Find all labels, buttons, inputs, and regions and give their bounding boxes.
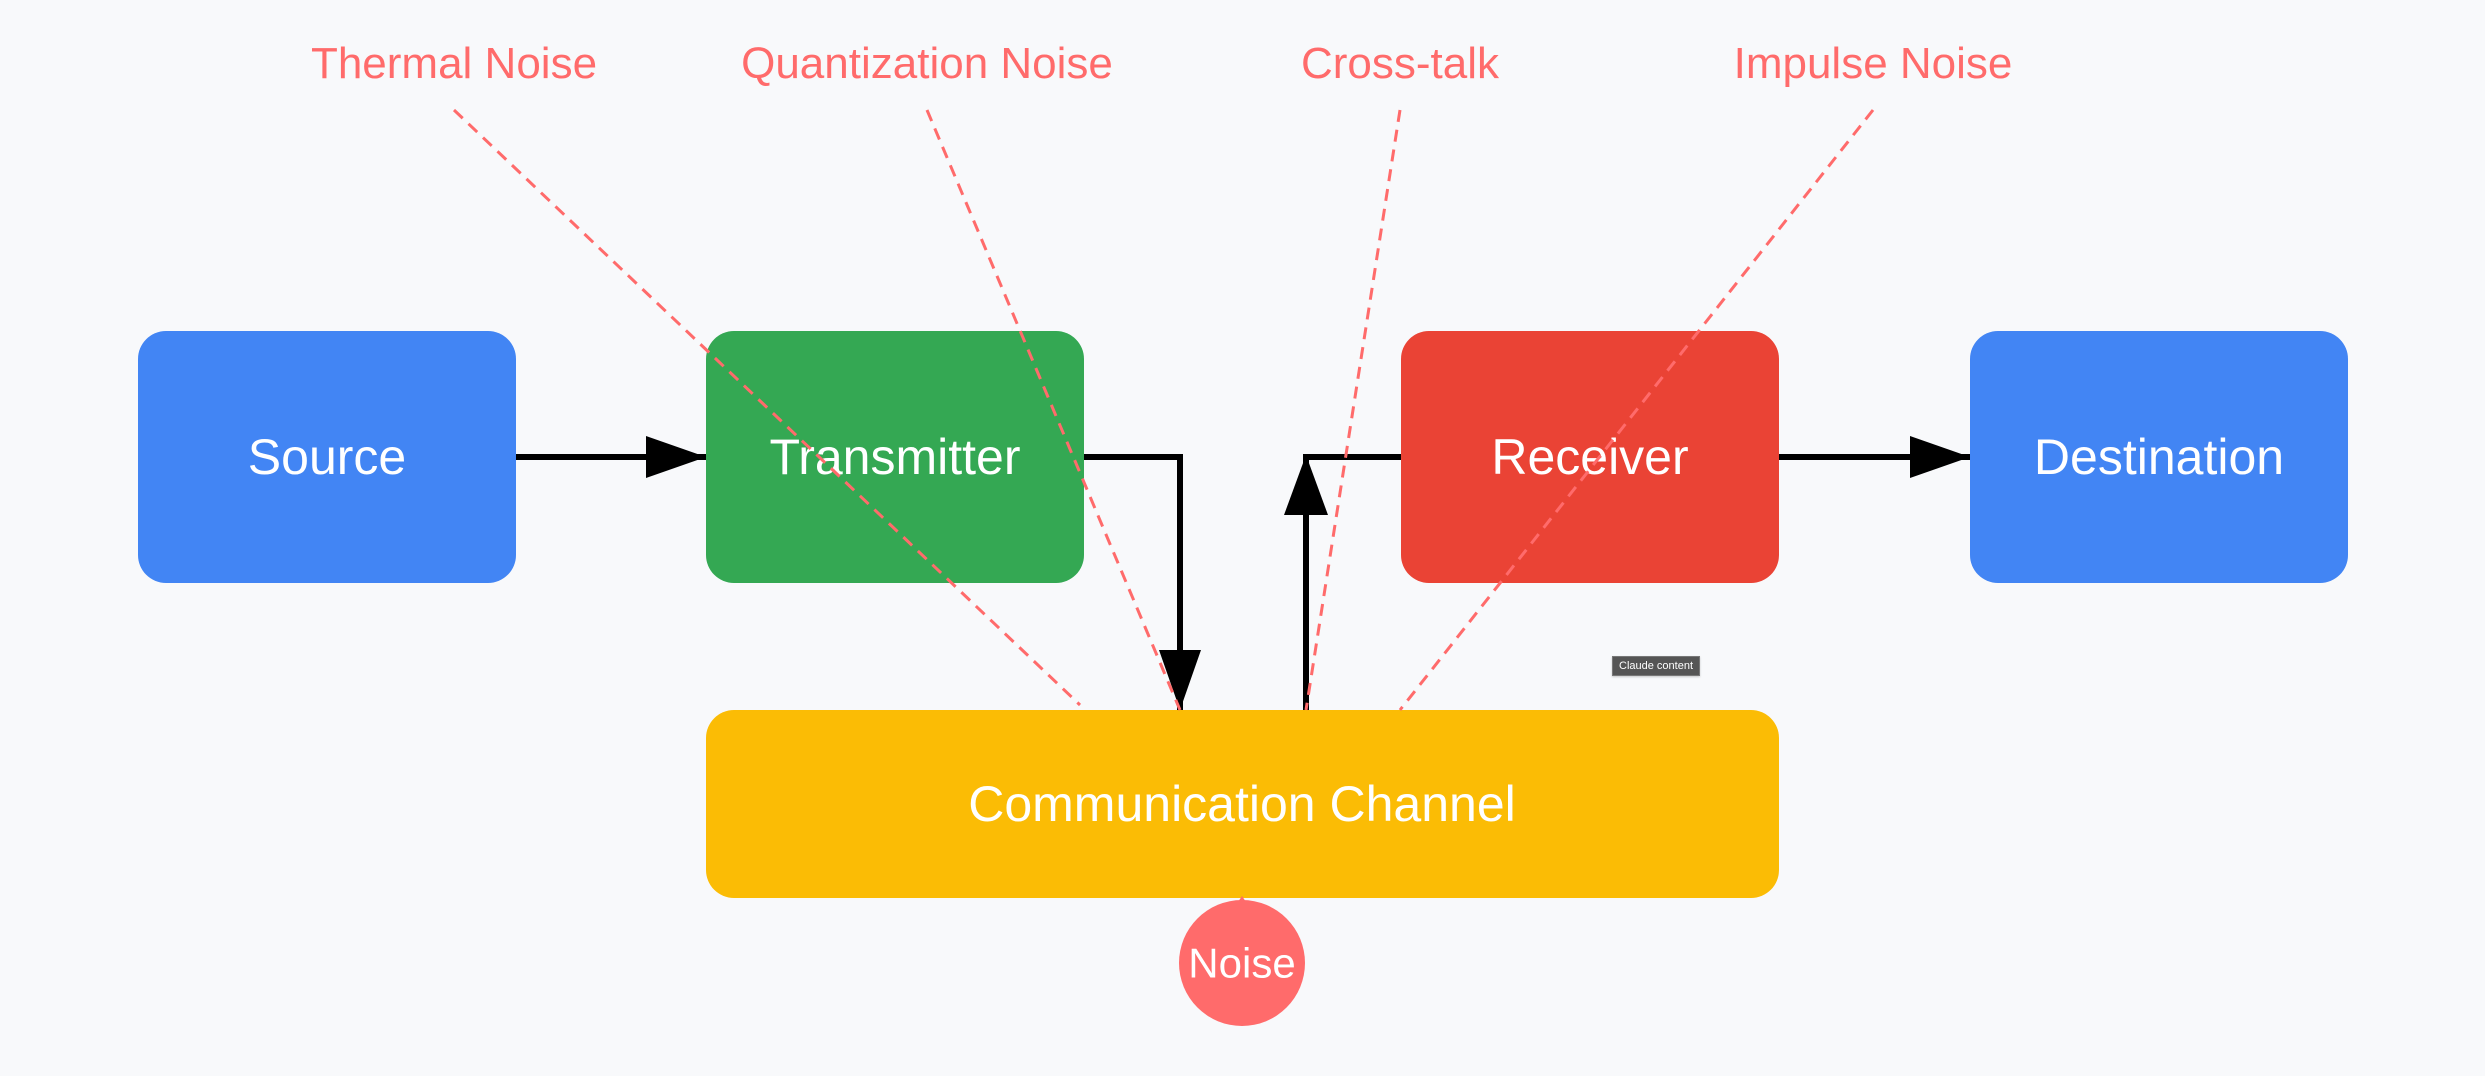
- transmitter-label: Transmitter: [770, 429, 1021, 485]
- destination-label: Destination: [2034, 429, 2284, 485]
- destination-block[interactable]: Destination: [1970, 331, 2348, 583]
- receiver-label: Receiver: [1491, 429, 1688, 485]
- noise-circle: [1179, 900, 1305, 1026]
- cross-talk-label: Cross-talk: [1301, 39, 1500, 88]
- source-box: [138, 331, 516, 583]
- quantization-noise-label: Quantization Noise: [741, 39, 1113, 88]
- quantization-noise-line: [925, 109, 1182, 711]
- channel-block[interactable]: Communication Channel: [706, 710, 1779, 898]
- channel-label: Communication Channel: [968, 776, 1516, 832]
- noise-label: Noise: [1188, 940, 1295, 987]
- arrow-transmitter-to-channel: [1084, 454, 1201, 710]
- transmitter-box: [706, 331, 1084, 583]
- arrowhead-up-to-receiver: [1284, 455, 1328, 515]
- cross-talk-line: [1304, 109, 1402, 711]
- receiver-box: [1401, 331, 1779, 583]
- impulse-noise-label: Impulse Noise: [1734, 39, 2013, 88]
- thermal-noise-line: [452, 108, 1082, 707]
- source-block[interactable]: Source: [138, 331, 516, 583]
- transmitter-block[interactable]: Transmitter: [706, 331, 1084, 583]
- destination-box: [1970, 331, 2348, 583]
- tooltip: Claude content: [1612, 656, 1700, 676]
- channel-box: [706, 710, 1779, 898]
- impulse-noise-line: [1398, 109, 1875, 711]
- receiver-block[interactable]: Receiver: [1401, 331, 1779, 583]
- source-label: Source: [248, 429, 406, 485]
- thermal-noise-label: Thermal Noise: [311, 39, 597, 88]
- noise-node[interactable]: Noise: [1179, 896, 1305, 1026]
